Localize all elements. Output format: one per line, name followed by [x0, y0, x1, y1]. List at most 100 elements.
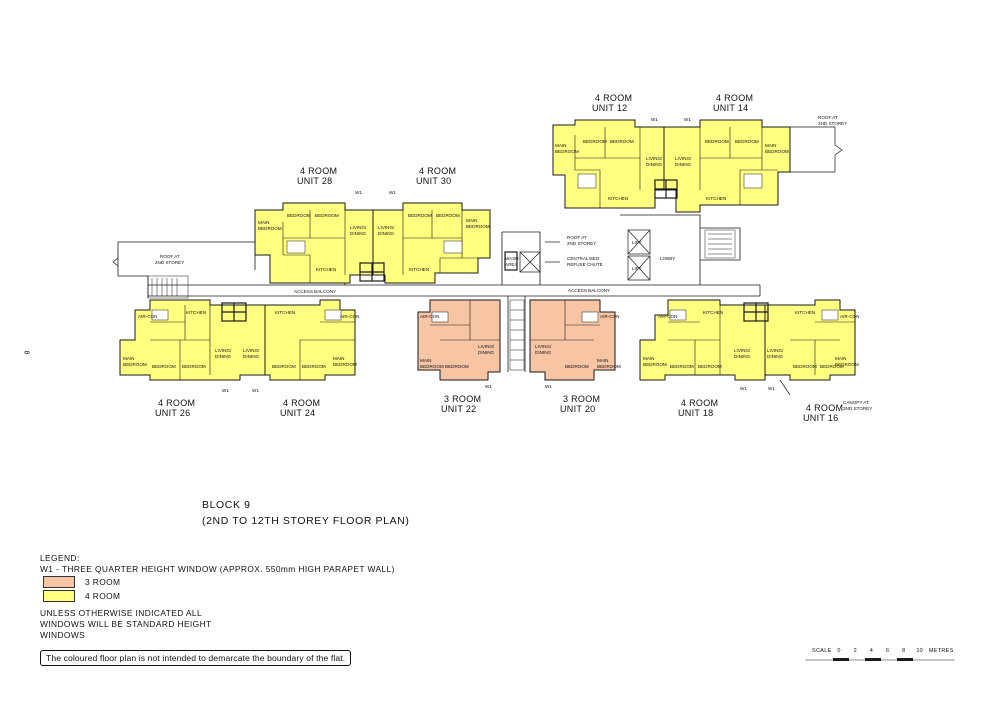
scale-labels: SCALE 0 2 4 6 8 10 METRES [812, 648, 954, 654]
block-title: BLOCK 9 (2ND TO 12TH STOREY FLOOR PLAN) [202, 497, 409, 529]
page-number: 8 [22, 350, 30, 355]
corridor-lines [117, 214, 761, 372]
bathroom-blocks [151, 173, 839, 323]
access-balcony-label: ACCESS BALCONY [294, 289, 336, 294]
kitchen-label: KITCHEN [409, 267, 429, 272]
kitchen-label: KITCHEN [608, 196, 628, 201]
unit-labels: 4 ROOM UNIT 12 4 ROOM UNIT 14 4 ROOM UNI… [155, 93, 843, 423]
lift-label: LIFT [632, 240, 642, 245]
bedroom-label: BEDROOM [445, 364, 469, 369]
four-room-label: 4 ROOM [85, 590, 121, 601]
unit-20-number: UNIT 20 [560, 404, 595, 414]
w1-label: W1 [389, 190, 396, 195]
internal-walls [150, 127, 855, 380]
w1-label: W1 [222, 388, 229, 393]
living-dining-label: LIVING/DINING [675, 156, 692, 167]
unit-26-number: UNIT 26 [155, 408, 190, 418]
unit-12-number: UNIT 12 [592, 103, 627, 113]
stairs [147, 229, 736, 371]
scale-tick: 10 [916, 648, 924, 654]
bedroom-label: BEDROOM [610, 139, 634, 144]
lift-shafts [519, 229, 651, 281]
w1-label: W1 [651, 117, 658, 122]
bedroom-label: BEDROOM [152, 364, 176, 369]
legend-heading: LEGEND: [40, 553, 80, 563]
bedroom-label: BEDROOM [436, 213, 460, 218]
unit-16-type: 4 ROOM [806, 403, 843, 413]
unit-16-number: UNIT 16 [803, 413, 838, 423]
unit-shapes [119, 119, 856, 381]
w1-label: W1 [355, 190, 362, 195]
scale-tick: 4 [869, 648, 874, 654]
w1-label: W1 [252, 388, 259, 393]
living-dining-label: LIVING/DINING [734, 348, 751, 359]
unit-24-type: 4 ROOM [283, 398, 320, 408]
unit-22-number: UNIT 22 [441, 404, 476, 414]
living-dining-label: LIVING/DINING [350, 225, 367, 236]
kitchen-label: KITCHEN [316, 267, 336, 272]
scale-tick: 2 [853, 648, 857, 654]
bedroom-label: BEDROOM [302, 364, 326, 369]
three-room-label: 3 ROOM [85, 576, 121, 587]
unit-30-type: 4 ROOM [419, 166, 456, 176]
bedroom-label: BEDROOM [698, 364, 722, 369]
scale-label: SCALE [812, 648, 832, 654]
scale-tick: 0 [837, 648, 841, 654]
roof-edges [112, 126, 843, 396]
unit-28-number: UNIT 28 [297, 176, 332, 186]
living-dining-label: LIVING/DINING [767, 348, 784, 359]
living-dining-label: LIVING/DINING [215, 348, 232, 359]
aircon-label: AIR-CON [658, 314, 677, 319]
legend-w1-note: W1 - THREE QUARTER HEIGHT WINDOW (APPROX… [40, 564, 395, 574]
aircon-label: AIR-CON [138, 314, 157, 319]
block-name: BLOCK 9 [202, 499, 251, 511]
legend-three-room: 3 ROOM [40, 575, 395, 589]
living-dining-label: LIVING/DINING [478, 344, 495, 355]
bedroom-label: BEDROOM [705, 139, 729, 144]
unit-14-type: 4 ROOM [716, 93, 753, 103]
unit-30-number: UNIT 30 [416, 176, 451, 186]
access-balcony-label: ACCESS BALCONY [568, 288, 610, 293]
legend: LEGEND: W1 - THREE QUARTER HEIGHT WINDOW… [40, 553, 395, 641]
three-room-swatch [43, 576, 75, 588]
living-dining-label: LIVING/DINING [646, 156, 663, 167]
kitchen-label: KITCHEN [706, 196, 726, 201]
unit-28-shape [254, 202, 374, 284]
bedroom-label: BEDROOM [670, 364, 694, 369]
bedroom-label: BEDROOM [408, 213, 432, 218]
service-ducts [221, 179, 769, 322]
w1-label: W1 [684, 117, 691, 122]
window-markers: W1 W1 W1 W1 W1 W1 W1 W1 W1 W1 [222, 117, 775, 393]
unit-18-number: UNIT 18 [678, 408, 713, 418]
bedroom-label: BEDROOM [735, 139, 759, 144]
w1-label: W1 [545, 384, 552, 389]
w1-label: W1 [485, 384, 492, 389]
living-dining-label: LIVING/DINING [535, 344, 552, 355]
four-room-swatch [43, 590, 75, 602]
bedroom-label: BEDROOM [272, 364, 296, 369]
unit-20-type: 3 ROOM [563, 394, 600, 404]
w1-label: W1 [740, 386, 747, 391]
scale-tick: 6 [885, 648, 890, 654]
aircon-label: AIR-CON [420, 314, 439, 319]
scale-unit: METRES [928, 648, 954, 654]
lobby-label: LOBBY [660, 256, 675, 261]
bedroom-label: BEDROOM [182, 364, 206, 369]
disclaimer: The coloured floor plan is not intended … [40, 650, 352, 666]
unit-14-number: UNIT 14 [713, 103, 748, 113]
legend-windows-note: UNLESS OTHERWISE INDICATED ALL WINDOWS W… [40, 608, 212, 640]
